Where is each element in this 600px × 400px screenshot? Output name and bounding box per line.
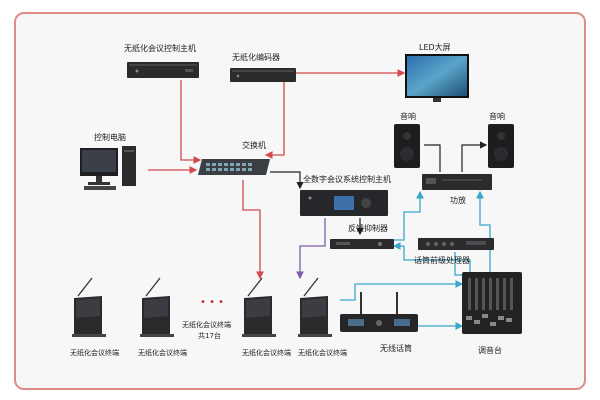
label-feedback-suppressor: 反馈抑制器 — [348, 224, 388, 233]
mixer-device[interactable] — [462, 272, 522, 334]
feedback-suppressor-device[interactable] — [330, 236, 394, 250]
line-host-to-terminals — [296, 218, 326, 280]
label-led-screen: LED大屏 — [419, 43, 451, 52]
label-terminal-4: 无纸化会议终端 — [298, 349, 347, 357]
label-amplifier: 功放 — [450, 196, 466, 205]
line-mixer-to-feedback — [392, 242, 471, 272]
speaker-left-device[interactable] — [394, 124, 420, 168]
speaker-right-device[interactable] — [488, 124, 514, 168]
digital-host-device[interactable] — [300, 188, 388, 218]
label-digital-host: 全数字会议系统控制主机 — [303, 175, 391, 184]
led-screen-device[interactable] — [405, 54, 469, 102]
amplifier-device[interactable] — [422, 172, 492, 192]
mic-processor-device[interactable] — [418, 236, 494, 252]
label-speaker-right: 音响 — [489, 112, 505, 121]
terminal-4-device[interactable] — [298, 276, 334, 338]
label-switch: 交换机 — [242, 141, 266, 150]
control-pc-device[interactable] — [80, 146, 146, 192]
label-wireless-mic: 无线话筒 — [380, 344, 412, 353]
wireless-mic-device[interactable] — [340, 292, 418, 336]
label-mixer: 调音台 — [478, 346, 502, 355]
line-amp-to-speaker-left — [424, 144, 441, 172]
label-terminal-3: 无纸化会议终端 — [242, 349, 291, 357]
line-switch-to-terminal — [242, 180, 264, 280]
line-amp-to-speaker-right — [461, 141, 488, 172]
label-speaker-left: 音响 — [400, 112, 416, 121]
line-feedback-to-amp — [392, 190, 424, 241]
label-paperless-host: 无纸化会议控制主机 — [124, 44, 196, 53]
line-host-to-switch — [180, 80, 202, 164]
label-control-pc: 控制电脑 — [94, 133, 126, 142]
label-terminal-note-line1: 无纸化会议终端 — [182, 321, 231, 329]
label-terminal-1: 无纸化会议终端 — [70, 349, 119, 357]
label-terminal-2: 无纸化会议终端 — [138, 349, 187, 357]
label-terminal-note-line2: 共17台 — [198, 332, 221, 340]
switch-device[interactable] — [198, 155, 270, 179]
line-switch-to-host — [270, 171, 304, 190]
label-mic-processor: 话筒前级处理器 — [414, 256, 470, 265]
line-mixer-to-amp — [476, 190, 491, 272]
paperless-host-device[interactable] — [127, 60, 199, 80]
terminal-3-device[interactable] — [242, 276, 278, 338]
paperless-encoder-device[interactable] — [230, 66, 296, 84]
line-terminal-to-mixer — [340, 280, 464, 301]
label-paperless-encoder: 无纸化编码器 — [232, 53, 280, 62]
line-encoder-to-switch — [264, 82, 285, 159]
terminal-2-device[interactable] — [140, 276, 176, 338]
ellipsis-more-terminals: • • • — [200, 297, 225, 308]
terminal-1-device[interactable] — [72, 276, 108, 338]
